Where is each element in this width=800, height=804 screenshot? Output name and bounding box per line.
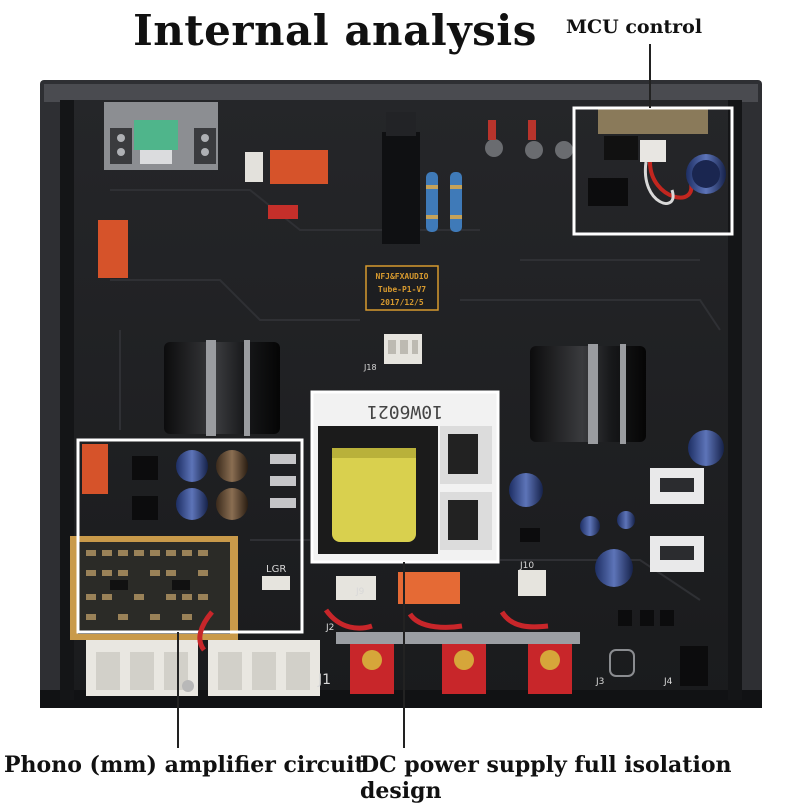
transformer-marking: 10W6021 — [367, 401, 443, 422]
isolation-transformer: 10W6021 — [312, 392, 498, 562]
large-capacitor-right — [530, 344, 646, 444]
center-jack-and-resistors — [382, 112, 462, 244]
middle-connectors — [262, 570, 546, 604]
connector-label-j10: J10 — [519, 561, 534, 571]
board-label-line3: 2017/12/5 — [380, 298, 424, 307]
top-left-relay-block — [104, 102, 218, 170]
j18-connector — [384, 334, 422, 364]
connector-label-j1: J1 — [317, 672, 331, 688]
phono-callout-label: Phono (mm) amplifier circuit — [4, 752, 365, 778]
connector-label-j3: J3 — [595, 677, 604, 687]
top-small-components — [485, 120, 573, 159]
mcu-board-area — [588, 108, 726, 206]
board-label: NFJ&FXAUDIO Tube-P1-V7 2017/12/5 — [365, 265, 439, 311]
right-side-components — [509, 430, 724, 686]
orange-relays — [98, 150, 328, 278]
connector-label-lgr: LGR — [266, 564, 286, 575]
phono-amplifier-area — [70, 444, 296, 640]
phono-highlight-box — [76, 438, 304, 634]
page-title: Internal analysis — [133, 6, 537, 55]
board-label-line1: NFJ&FXAUDIO — [376, 272, 429, 281]
speaker-terminals — [197, 608, 580, 694]
dc-callout-label: DC power supply full isolation design — [360, 752, 732, 804]
mcu-highlight-box — [572, 106, 734, 236]
connector-label-j2: J2 — [325, 623, 334, 633]
large-capacitor-left — [164, 340, 280, 436]
bottom-connectors — [86, 640, 320, 696]
mcu-callout-label: MCU control — [566, 16, 703, 38]
board-label-line2: Tube-P1-V7 — [378, 285, 426, 294]
connector-label-j18: J18 — [363, 363, 377, 372]
connector-label-j9: J9 — [355, 587, 365, 597]
connector-labels: J1 J2 J3 J4 J9 J10 J18 LGR — [266, 363, 673, 688]
connector-label-j4: J4 — [663, 677, 673, 687]
